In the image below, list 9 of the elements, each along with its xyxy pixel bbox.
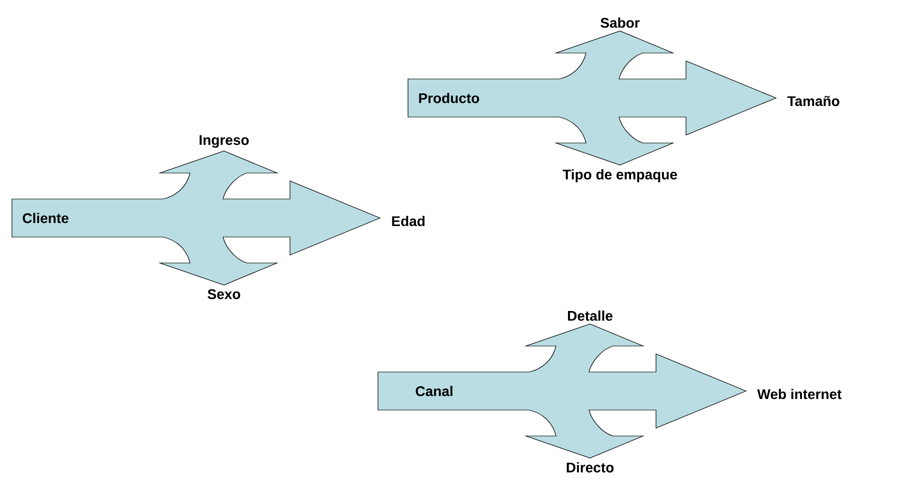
tip-label: Ingreso: [200, 135, 249, 148]
tip-label: Edad: [392, 216, 425, 226]
tip-label: Tipo de empaque: [562, 169, 677, 182]
tip-label: Tamaño: [787, 96, 840, 106]
tip-label: Detalle: [568, 310, 612, 321]
tip-label: Sabor: [600, 18, 640, 28]
tip-label: Web internet: [757, 388, 842, 400]
tip-label: Sexo: [208, 289, 240, 300]
tip-label: Directo: [566, 462, 614, 472]
